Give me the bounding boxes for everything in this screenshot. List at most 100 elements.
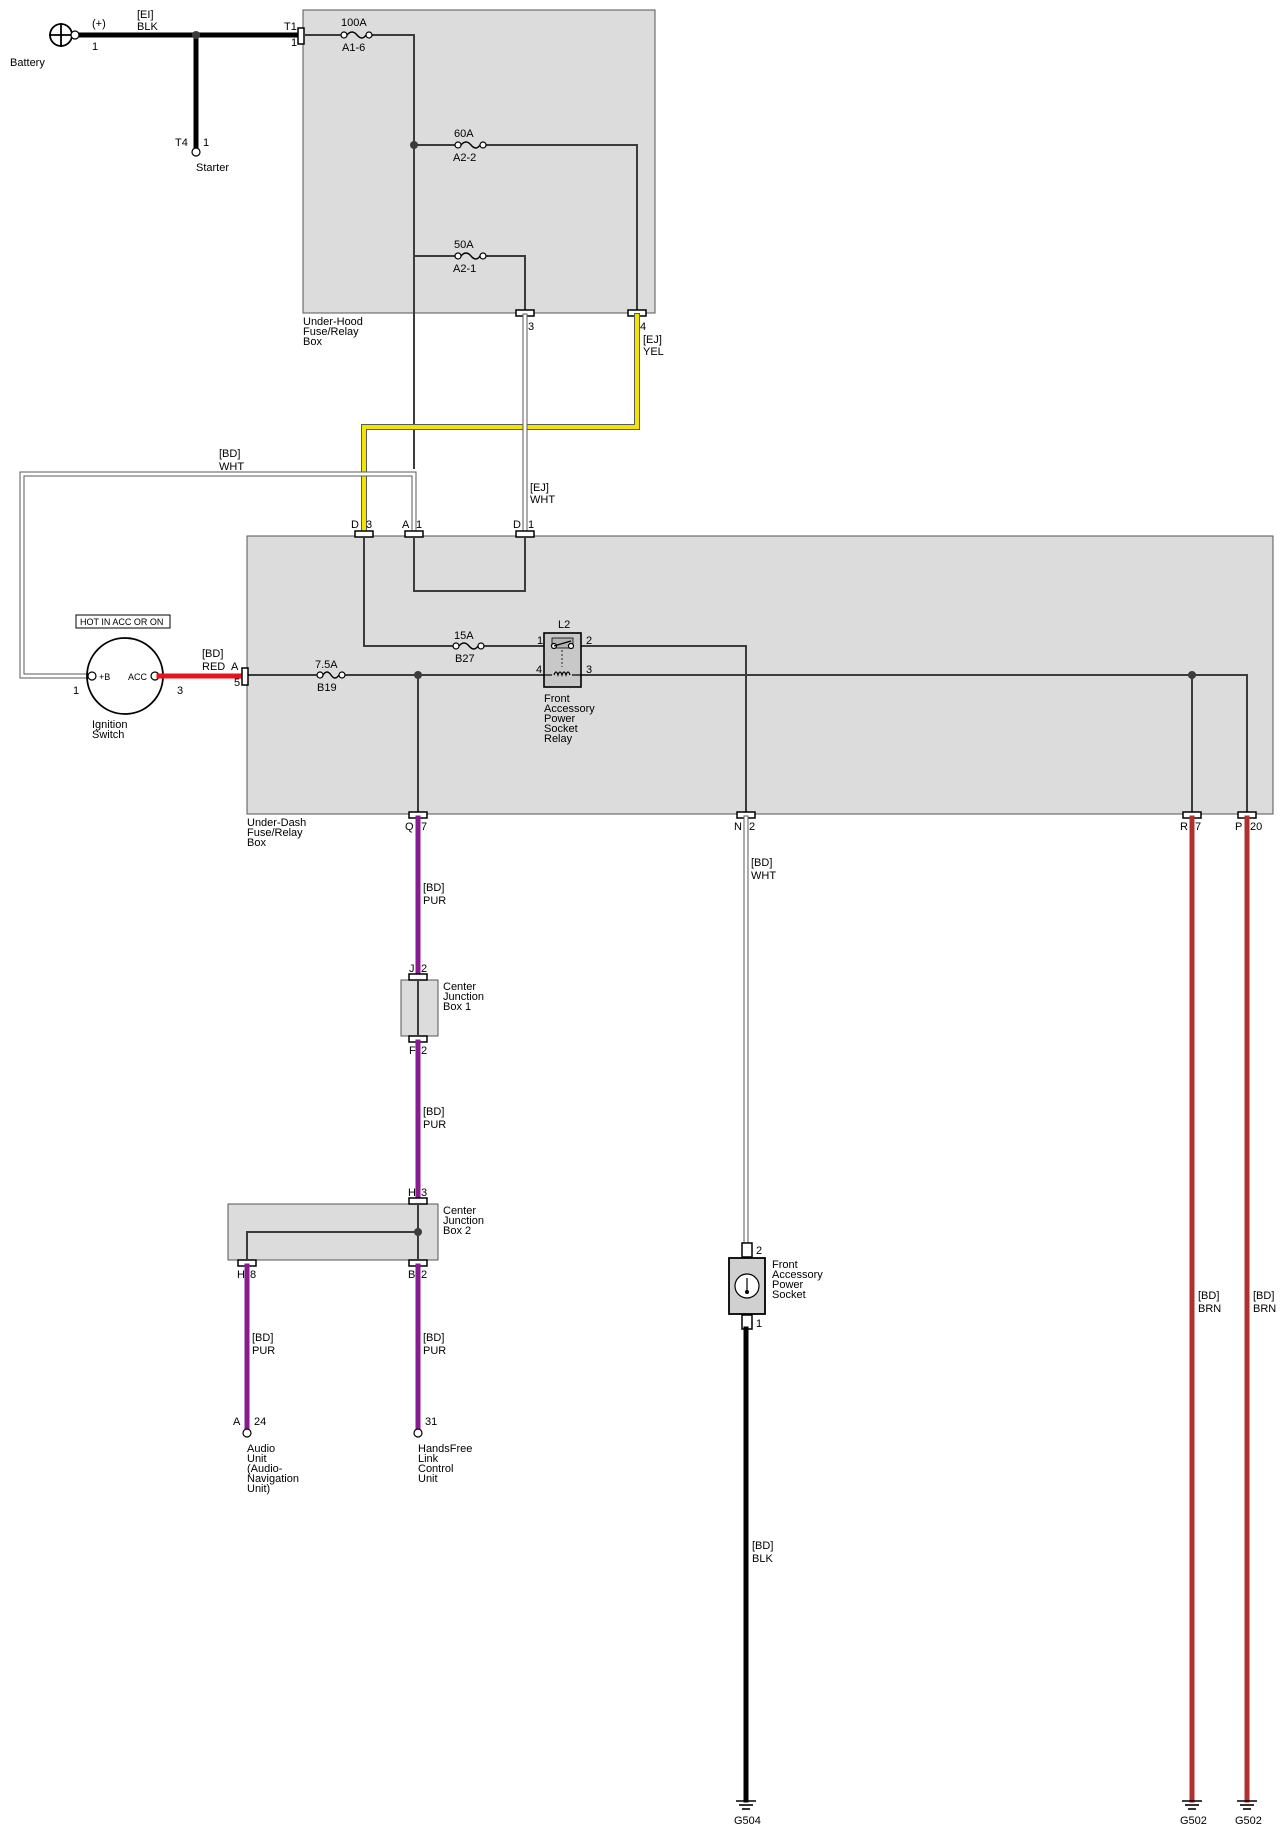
fuse-a1-6-rating: 100A xyxy=(341,17,367,29)
audio-name-5: Unit) xyxy=(247,1483,270,1495)
brown-wire-1-harness: [BD] xyxy=(1198,1290,1219,1302)
fuse-a2-1-icon xyxy=(454,252,487,260)
underdash-name-3: Box xyxy=(247,837,266,849)
relay-name-4: Socket xyxy=(544,723,578,735)
ignition-pin-right: 3 xyxy=(177,685,183,697)
ignition-hot-badge xyxy=(75,614,171,629)
relay-pin2: 2 xyxy=(586,635,592,647)
cjb2-name-1: Center xyxy=(443,1205,476,1217)
relay-name-5: Relay xyxy=(544,733,573,745)
starter-terminal-icon xyxy=(191,147,201,157)
fuse-b27-icon xyxy=(452,642,485,650)
underhood-pin3-label: 3 xyxy=(528,321,534,333)
underhood-junction-dot xyxy=(410,141,418,149)
cjb2-left-letter: H xyxy=(237,1269,245,1281)
purple-wire-3-color: PUR xyxy=(252,1345,275,1357)
power-socket-icon xyxy=(728,1257,766,1315)
hfl-name-3: Control xyxy=(418,1463,453,1475)
ground-g502a-label: G502 xyxy=(1180,1815,1207,1827)
underdash-d3-pin: 3 xyxy=(366,519,372,531)
ground-g504-icon xyxy=(736,1800,756,1810)
underdash-q7-letter: Q xyxy=(405,821,414,833)
white-bd-harness: [BD] xyxy=(219,448,240,460)
underdash-a5-connector xyxy=(241,667,249,686)
fuse-a2-1-rating: 50A xyxy=(454,239,474,251)
white-bd-color: WHT xyxy=(219,461,244,473)
cjb1-name-2: Junction xyxy=(443,991,484,1003)
center-junction-box-1 xyxy=(400,979,439,1037)
underdash-r7-pin: 7 xyxy=(1195,821,1201,833)
relay-pin4: 4 xyxy=(536,664,542,676)
audio-name-1: Audio xyxy=(247,1443,275,1455)
fuse-b27-id: B27 xyxy=(455,653,475,665)
underdash-a5-letter: A xyxy=(231,661,239,673)
underdash-n2-letter: N xyxy=(734,821,742,833)
white-ej-color: WHT xyxy=(530,494,555,506)
starter-conn: T4 xyxy=(175,137,188,149)
underdash-d1-pin: 1 xyxy=(528,519,534,531)
underdash-d1-letter: D xyxy=(513,519,521,531)
audio-conn: A xyxy=(233,1416,241,1428)
cjb1-bot-pin: 2 xyxy=(421,1045,427,1057)
ignition-pin-left: 1 xyxy=(73,685,79,697)
socket-name-3: Power xyxy=(772,1279,804,1291)
battery-pin: 1 xyxy=(92,41,98,53)
socket-name-2: Accessory xyxy=(772,1269,823,1281)
underdash-a5-pin: 5 xyxy=(234,677,240,689)
starter-label: Starter xyxy=(196,162,229,174)
purple-wire-2-harness: [BD] xyxy=(423,1106,444,1118)
underhood-name-1: Under-Hood xyxy=(303,316,363,328)
ground-g502b-icon xyxy=(1237,1800,1257,1810)
underdash-p20-letter: P xyxy=(1235,821,1242,833)
white-socket-harness: [BD] xyxy=(751,857,772,869)
purple-wire-1-color: PUR xyxy=(423,895,446,907)
purple-wire-3-harness: [BD] xyxy=(252,1332,273,1344)
relay-id: L2 xyxy=(558,619,570,631)
brown-wire-1-color: BRN xyxy=(1198,1303,1221,1315)
underdash-name-1: Under-Dash xyxy=(247,817,306,829)
black-ground-harness: [BD] xyxy=(752,1540,773,1552)
fuse-a2-2-id: A2-2 xyxy=(453,152,476,164)
cjb2-top-letter: H xyxy=(408,1187,416,1199)
fuse-b27-rating: 15A xyxy=(454,630,474,642)
underdash-internal-wires xyxy=(246,536,1248,813)
socket-top-connector xyxy=(741,1242,753,1258)
brown-wire-2-harness: [BD] xyxy=(1253,1290,1274,1302)
relay-pin3: 3 xyxy=(586,664,592,676)
battery-wire-harness: [EI] xyxy=(137,9,154,21)
underdash-a1-letter: A xyxy=(402,519,410,531)
relay-icon xyxy=(543,632,582,688)
fuse-a2-2-icon xyxy=(454,141,487,149)
audio-name-4: Navigation xyxy=(247,1473,299,1485)
fuse-b19-rating: 7.5A xyxy=(315,659,338,671)
fuse-a2-2-rating: 60A xyxy=(454,128,474,140)
cjb1-top-pin: 2 xyxy=(421,963,427,975)
cjb1-top-letter: J xyxy=(409,963,415,975)
fuse-a2-1-id: A2-1 xyxy=(453,263,476,275)
hfl-name-1: HandsFree xyxy=(418,1443,472,1455)
cjb1-bot-letter: F xyxy=(409,1045,416,1057)
ground-g502a-icon xyxy=(1182,1800,1202,1810)
ignition-name-2: Switch xyxy=(92,729,124,741)
socket-name-1: Front xyxy=(772,1259,798,1271)
cjb2-junction-dot xyxy=(414,1228,422,1236)
hfl-name-2: Link xyxy=(418,1453,439,1465)
purple-wire-1-harness: [BD] xyxy=(423,882,444,894)
underdash-d3-letter: D xyxy=(351,519,359,531)
cjb1-name-1: Center xyxy=(443,981,476,993)
red-wire-harness: [BD] xyxy=(202,648,223,660)
audio-terminal-icon xyxy=(242,1428,252,1438)
audio-name-2: Unit xyxy=(247,1453,267,1465)
underdash-n2-pin: 2 xyxy=(749,821,755,833)
relay-name-3: Power xyxy=(544,713,576,725)
relay-pin1: 1 xyxy=(537,635,543,647)
cjb2-name-3: Box 2 xyxy=(443,1225,471,1237)
underhood-name-3: Box xyxy=(303,336,322,348)
white-socket-color: WHT xyxy=(751,870,776,882)
yellow-wire-color: YEL xyxy=(643,346,664,358)
ignition-name-1: Ignition xyxy=(92,719,127,731)
brown-wire-2-color: BRN xyxy=(1253,1303,1276,1315)
cjb2-name-2: Junction xyxy=(443,1215,484,1227)
underdash-name-2: Fuse/Relay xyxy=(247,827,303,839)
